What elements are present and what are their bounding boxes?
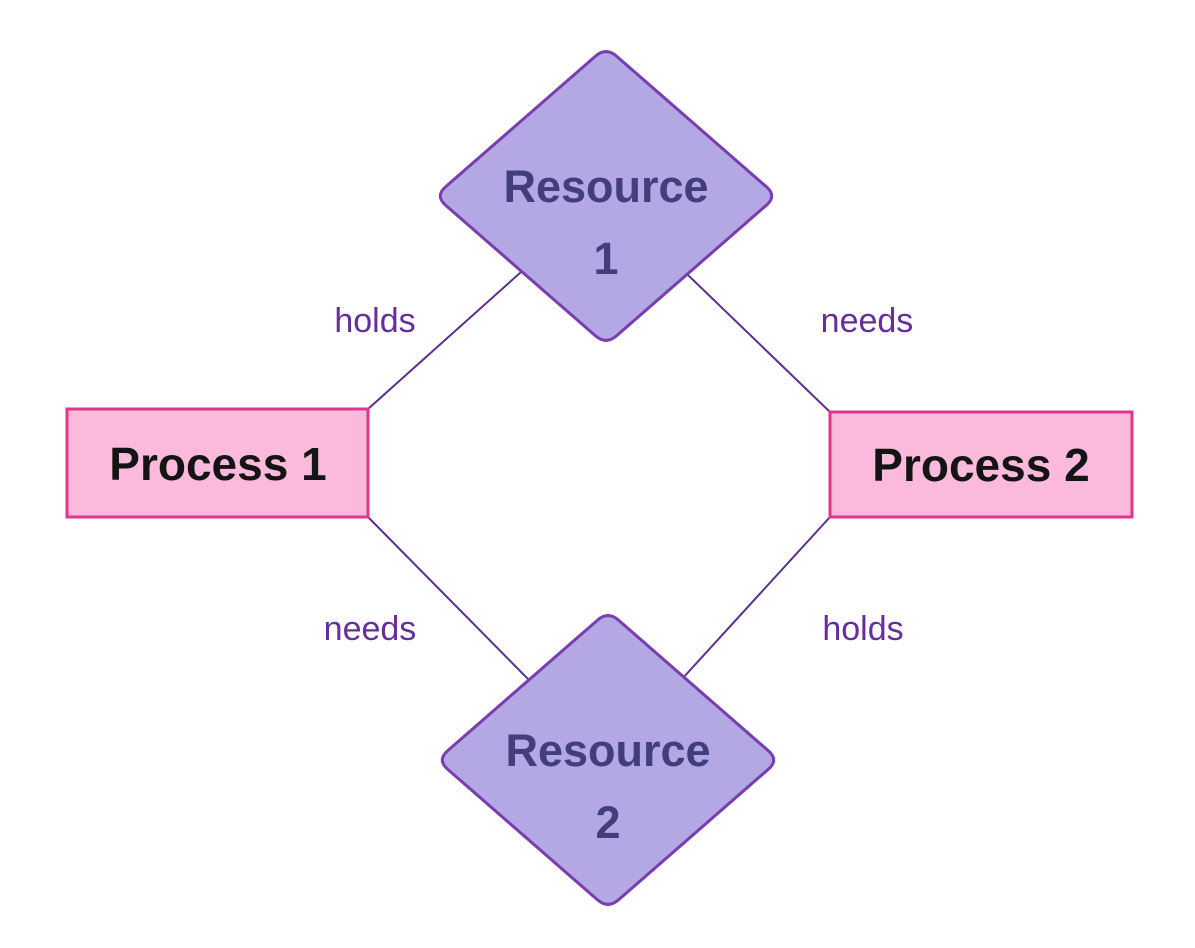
node-process2-rect bbox=[828, 410, 1134, 519]
node-resource1-label-line1: Resource bbox=[503, 161, 708, 212]
node-resource2-diamond bbox=[440, 614, 776, 906]
node-process1-label: Process 1 bbox=[109, 438, 326, 490]
edge-label-holds-top-left: holds bbox=[334, 302, 415, 340]
edge-label-holds-bottom-right: holds bbox=[822, 610, 903, 648]
edge-label-needs-top-right: needs bbox=[821, 302, 914, 340]
node-resource1-diamond bbox=[438, 50, 774, 342]
node-process1-rect bbox=[65, 407, 370, 519]
node-resource2-label-line2: 2 bbox=[595, 797, 620, 848]
node-resource2-label-line1: Resource bbox=[505, 725, 710, 776]
node-resource1-label-line2: 1 bbox=[593, 233, 618, 284]
edge-label-needs-bottom-left: needs bbox=[324, 610, 417, 648]
node-process2-label: Process 2 bbox=[872, 439, 1089, 491]
